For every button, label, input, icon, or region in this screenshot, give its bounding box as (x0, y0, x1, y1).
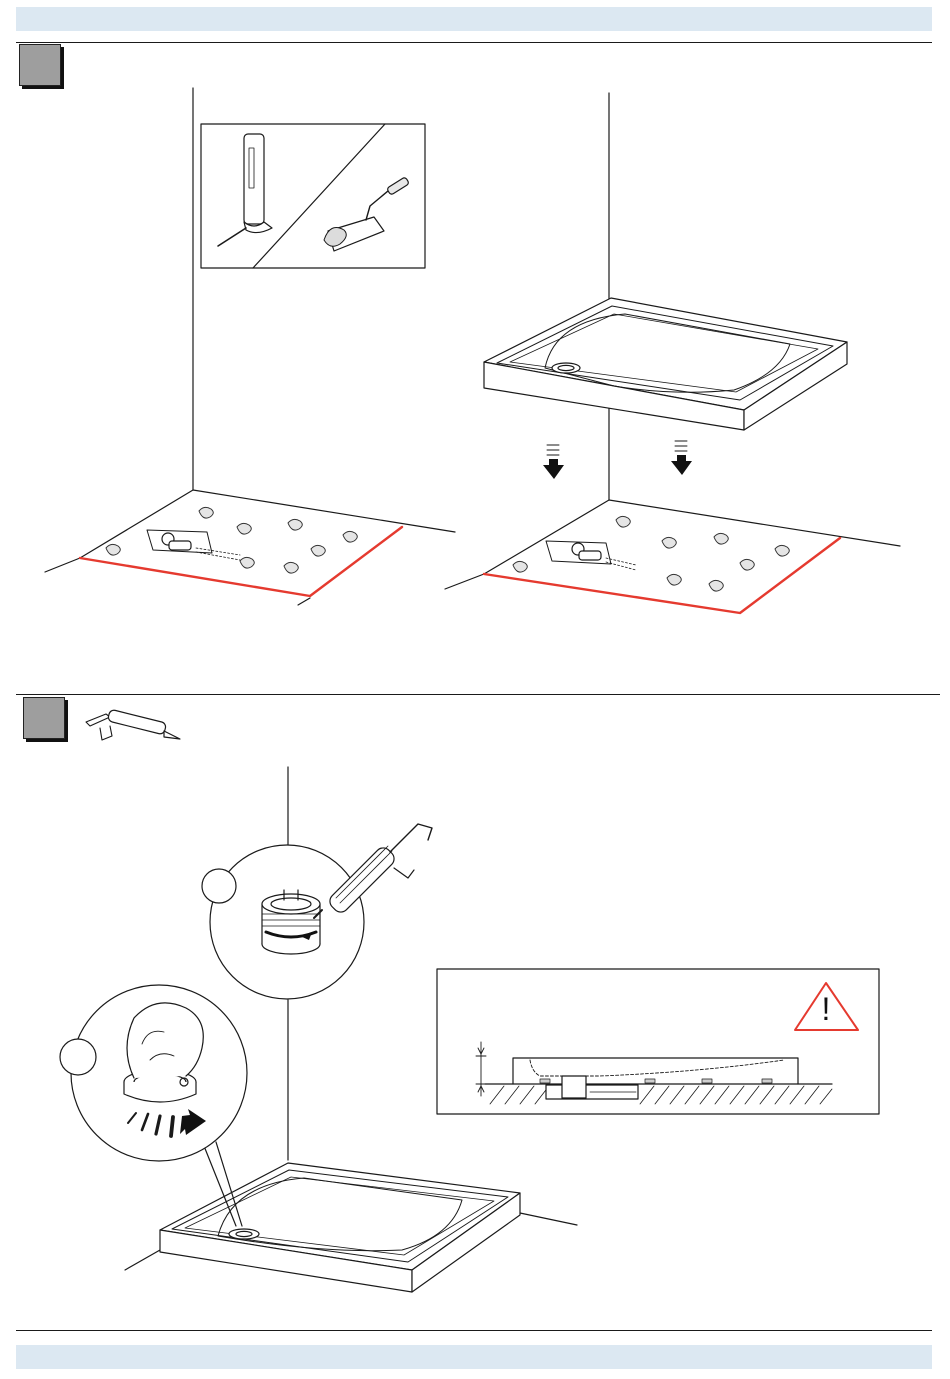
torque-wrench-icon (86, 709, 180, 740)
waste-fitting-icon (262, 890, 320, 954)
level-warning-section (437, 969, 879, 1114)
waste-cover-press-detail-circle (60, 985, 247, 1161)
tile-adhesive-inset (201, 124, 425, 268)
warning-exclamation-glyph: ! (818, 990, 834, 1028)
tray-installed (160, 1163, 520, 1292)
down-arrow-icon (671, 441, 692, 475)
down-arrow-icon (543, 445, 564, 479)
shower-tray (484, 298, 847, 430)
waste-tighten-detail-circle (202, 824, 432, 999)
tray-lowered-onto-adhesive (445, 93, 900, 613)
hand-press-icon (124, 1003, 203, 1102)
